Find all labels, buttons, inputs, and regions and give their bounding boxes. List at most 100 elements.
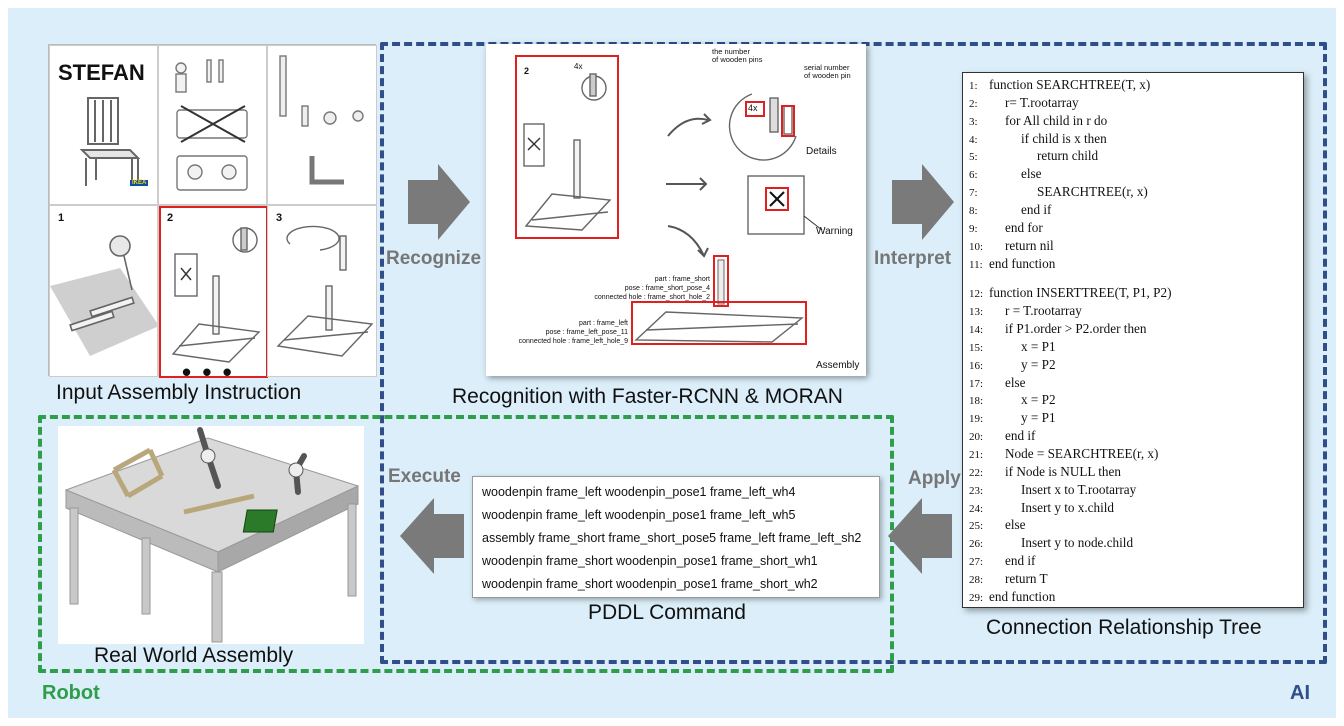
algorithm-line: 23: Insert x to T.rootarray (969, 482, 1136, 498)
recog-count-mark: 4x (574, 62, 582, 71)
algorithm-line-number: 9: (969, 223, 989, 235)
left-frame-annotation: part : frame_left pose : frame_left_pose… (486, 320, 628, 346)
algorithm-line-number: 7: (969, 187, 989, 199)
algorithm-line: 28: return T (969, 571, 1048, 587)
pddl-command-row: assembly frame_short frame_short_pose5 f… (482, 531, 861, 545)
algorithm-line: 13:r = T.rootarray (969, 303, 1082, 319)
algorithm-line-number: 15: (969, 342, 989, 354)
algorithm-line-text: x = P1 (1021, 339, 1056, 354)
execute-label: Execute (388, 466, 461, 488)
step3-illustration-icon (268, 206, 378, 378)
algorithm-line-text: end function (989, 589, 1055, 604)
algorithm-line-text: y = P2 (1021, 357, 1056, 372)
algorithm-line-number: 23: (969, 485, 989, 497)
assembly-manual-panel: STEFAN IKEA (48, 44, 376, 376)
ai-tag: AI (1290, 682, 1310, 705)
tools-illustration-icon (159, 46, 268, 206)
algorithm-line: 27: end if (969, 553, 1035, 569)
recog-step-number: 2 (524, 66, 529, 76)
algorithm-line: 12:function INSERTTREE(T, P1, P2) (969, 285, 1171, 301)
manual-step1-page: 1 (49, 205, 158, 377)
algorithm-line: 4:if child is x then (969, 131, 1107, 147)
algorithm-line-number: 17: (969, 378, 989, 390)
algorithm-line-text: return T (1005, 571, 1048, 586)
algorithm-line-text: if P1.order > P2.order then (1005, 321, 1146, 336)
algorithm-line: 11:end function (969, 256, 1055, 272)
robot-scene-image (58, 426, 364, 644)
robot-tag: Robot (42, 682, 100, 705)
algorithm-line-number: 28: (969, 574, 989, 586)
algorithm-line-number: 8: (969, 205, 989, 217)
connection-tree-algorithm: 1:function SEARCHTREE(T, x)2:r= T.rootar… (962, 72, 1304, 608)
algorithm-line-text: else (1005, 375, 1026, 390)
manual-hardware-page (267, 45, 377, 205)
pddl-command-box: woodenpin frame_left woodenpin_pose1 fra… (472, 476, 880, 598)
ikea-logo: IKEA (130, 180, 148, 186)
algorithm-line: 25: else (969, 517, 1026, 533)
short-pose-text: pose : frame_short_pose_4 (486, 285, 710, 294)
algorithm-line: 24: Insert y to x.child (969, 500, 1114, 516)
algorithm-line-number: 19: (969, 413, 989, 425)
algorithm-line: 16:y = P2 (969, 357, 1056, 373)
algorithm-line-text: return nil (1005, 238, 1054, 253)
algorithm-line-number: 21: (969, 449, 989, 461)
short-part-text: part : frame_short (486, 276, 710, 285)
apply-label: Apply (908, 468, 961, 490)
serial-number-note: serial number of wooden pin (804, 64, 851, 81)
algorithm-line-number: 25: (969, 520, 989, 532)
algorithm-line-number: 27: (969, 556, 989, 568)
step2-illustration-icon (159, 206, 268, 378)
hardware-parts-icon (268, 46, 378, 206)
algorithm-line-number: 20: (969, 431, 989, 443)
algorithm-line-text: end function (989, 256, 1055, 271)
pddl-command-row: woodenpin frame_short woodenpin_pose1 fr… (482, 554, 818, 568)
algorithm-line-text: Insert y to x.child (1021, 500, 1114, 515)
algorithm-line-text: end if (1005, 553, 1035, 568)
algorithm-line-number: 11: (969, 259, 989, 271)
algorithm-line-text: Insert y to node.child (1021, 535, 1133, 550)
robot-table-illustration-icon (58, 426, 364, 644)
recognize-label: Recognize (386, 248, 481, 270)
algorithm-line: 26:Insert y to node.child (969, 535, 1133, 551)
algorithm-line: 5: return child (969, 148, 1098, 164)
algorithm-line-text: end if (1021, 202, 1051, 217)
algorithm-line: 17: else (969, 375, 1026, 391)
left-pose-text: pose : frame_left_pose_11 (486, 329, 628, 338)
algorithm-line-text: else (1005, 517, 1026, 532)
algorithm-line: 29:end function (969, 589, 1055, 605)
algorithm-line-text: y = P1 (1021, 410, 1056, 425)
algorithm-line-text: end if (1005, 428, 1035, 443)
pddl-command-row: woodenpin frame_left woodenpin_pose1 fra… (482, 485, 795, 499)
algorithm-line-number: 3: (969, 116, 989, 128)
algorithm-line-number: 6: (969, 169, 989, 181)
algorithm-line: 10:return nil (969, 238, 1054, 254)
algorithm-line: 1:function SEARCHTREE(T, x) (969, 77, 1150, 93)
algorithm-line-number: 4: (969, 134, 989, 146)
algorithm-line: 22:if Node is NULL then (969, 464, 1121, 480)
real-world-label: Real World Assembly (94, 644, 293, 668)
algorithm-line-number: 18: (969, 395, 989, 407)
pddl-command-row: woodenpin frame_left woodenpin_pose1 fra… (482, 508, 795, 522)
algorithm-line: 15: x = P1 (969, 339, 1056, 355)
algorithm-line: 3:for All child in r do (969, 113, 1107, 129)
pddl-command-row: woodenpin frame_short woodenpin_pose1 fr… (482, 577, 818, 591)
manual-step2-page: 2 (158, 205, 267, 377)
algorithm-line-number: 29: (969, 592, 989, 604)
input-assembly-label: Input Assembly Instruction (56, 381, 301, 405)
manual-tools-page (158, 45, 267, 205)
algorithm-line-number: 13: (969, 306, 989, 318)
algorithm-line-text: return child (1037, 148, 1098, 163)
algorithm-line: 19: y = P1 (969, 410, 1056, 426)
algorithm-line-number: 5: (969, 151, 989, 163)
algorithm-line-text: if Node is NULL then (1005, 464, 1121, 479)
manual-step3-page: 3 (267, 205, 377, 377)
algorithm-line-number: 24: (969, 503, 989, 515)
algorithm-line-text: x = P2 (1021, 392, 1056, 407)
interpret-label: Interpret (874, 248, 951, 270)
left-hole-text: connected hole : frame_left_hole_9 (486, 338, 628, 347)
algorithm-line-number: 12: (969, 288, 989, 300)
algorithm-line-text: Insert x to T.rootarray (1021, 482, 1136, 497)
pddl-command-label: PDDL Command (588, 601, 746, 625)
step1-illustration-icon (50, 206, 159, 378)
algorithm-line: 21:Node = SEARCHTREE(r, x) (969, 446, 1158, 462)
